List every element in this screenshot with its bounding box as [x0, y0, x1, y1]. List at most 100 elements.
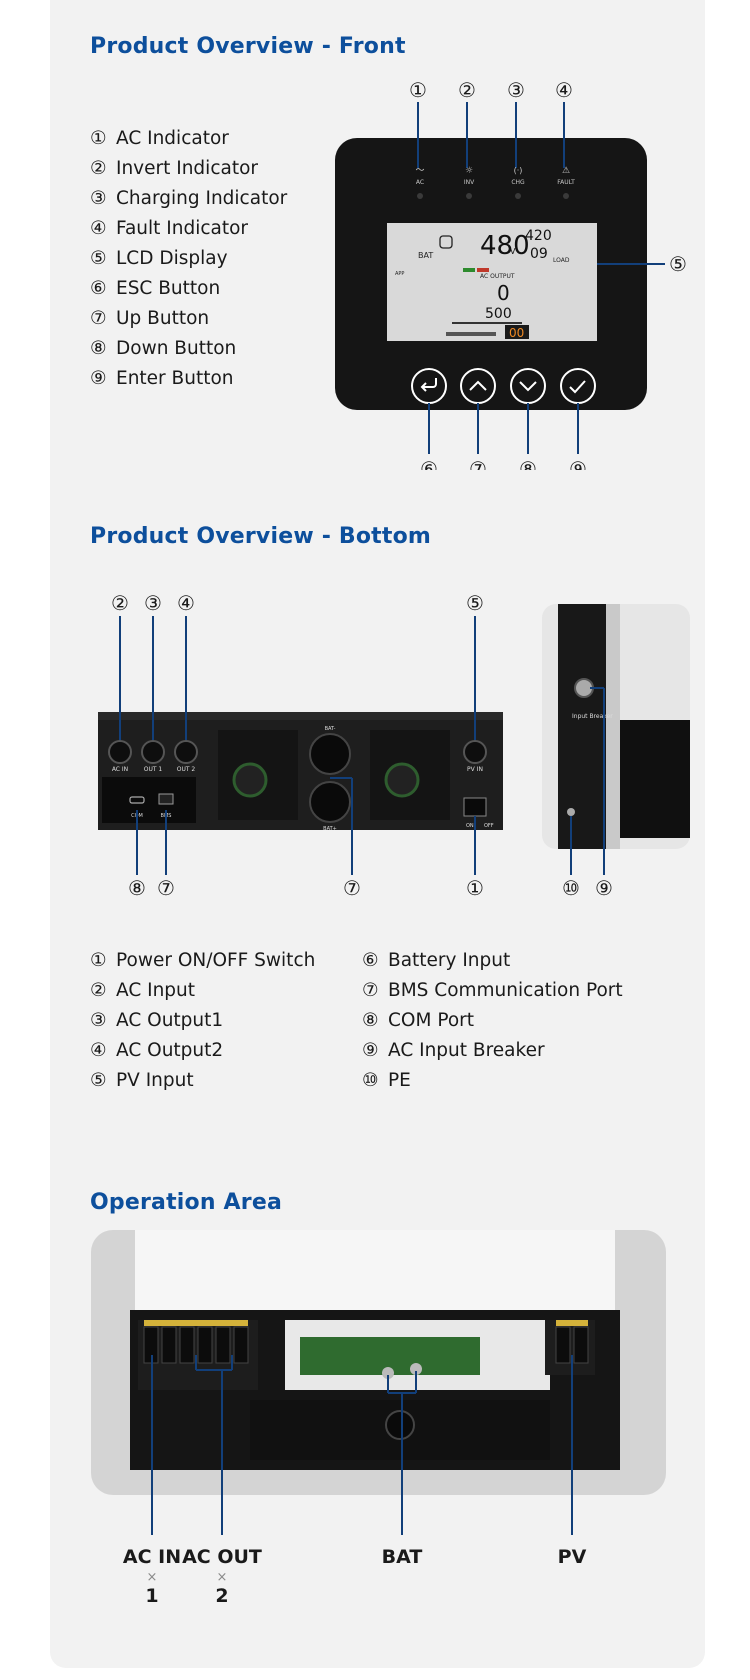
- callout-1: ①: [466, 876, 484, 900]
- callout-1: ①: [409, 78, 427, 102]
- callout-6: ⑥: [420, 457, 438, 470]
- chg-indicator-icon: (·): [514, 166, 523, 175]
- fan-grille: [232, 762, 268, 798]
- front-section-title: Product Overview - Front: [90, 34, 406, 59]
- lcd-red-segment: [477, 268, 489, 272]
- fan-grille: [384, 762, 420, 798]
- operation-section-title: Operation Area: [90, 1190, 283, 1215]
- callout-5: ⑤: [466, 591, 484, 615]
- front-panel-diagram: ① ② ③ ④ 〜 AC ☼ INV (·) CHG ⚠ FAULT BAT L…: [335, 78, 687, 470]
- callout-4: ④: [177, 591, 195, 615]
- lcd-unit: V: [510, 247, 516, 256]
- lcd-display: [387, 223, 597, 341]
- indicator-label: FAULT: [557, 179, 575, 186]
- caption-count: 1: [145, 1585, 159, 1607]
- caption-pv: PV: [557, 1546, 587, 1568]
- bat-terminal: [410, 1363, 422, 1375]
- callout-8: ⑧: [519, 457, 537, 470]
- lcd-orange-box: [505, 325, 529, 339]
- caption-ac-out: AC OUT: [182, 1546, 262, 1568]
- power-switch: [463, 797, 487, 817]
- callout-3: ③: [507, 78, 525, 102]
- pv-terminal: [555, 1326, 571, 1364]
- lcd-battery-icon: [439, 235, 453, 249]
- com-bms-box: [102, 777, 196, 823]
- callout-9: ⑨: [595, 876, 613, 900]
- lcd-center-value: 0: [497, 281, 510, 305]
- caption-count: 2: [215, 1585, 229, 1607]
- inv-indicator-icon: ☼: [465, 166, 473, 176]
- lcd-app-label: APP: [395, 271, 404, 277]
- lcd-bat-label: BAT: [418, 251, 433, 260]
- operation-area-diagram: [91, 1230, 666, 1535]
- out1-port: [141, 740, 165, 764]
- bat-pos-port: [309, 781, 351, 823]
- inverter-cover: [135, 1230, 615, 1310]
- caption-ac-in: AC IN: [122, 1546, 182, 1568]
- callout-5: ⑤: [669, 252, 687, 276]
- callout-10: ⑩: [562, 876, 580, 900]
- bottom-panel-diagram: ② ③ ④ ⑤ AC IN OUT 1 OUT 2 PV IN COM BMS …: [98, 591, 690, 900]
- svg-text:Input Breaker: Input Breaker: [572, 713, 613, 720]
- svg-text:OFF: OFF: [484, 823, 494, 829]
- lcd-ac-output-label: AC OUTPUT: [480, 273, 515, 280]
- lcd-load-label: LOAD: [553, 257, 570, 264]
- callout-8: ⑧: [128, 876, 146, 900]
- pe-terminal: [567, 808, 575, 816]
- svg-text:BAT+: BAT+: [323, 826, 337, 832]
- svg-text:PV IN: PV IN: [467, 766, 483, 773]
- fault-indicator-icon: ⚠: [562, 166, 570, 176]
- bat-neg-port: [309, 733, 351, 775]
- svg-text:ON: ON: [466, 823, 474, 829]
- indicator-label: INV: [464, 179, 475, 186]
- pv-terminal: [573, 1326, 589, 1364]
- bat-terminal: [382, 1367, 394, 1379]
- indicator-label: CHG: [511, 179, 525, 186]
- svg-text:AC IN: AC IN: [112, 766, 128, 773]
- lcd-right-value: 09: [530, 246, 548, 262]
- ac-terminal-block: [143, 1320, 249, 1364]
- callout-7: ⑦: [157, 876, 175, 900]
- caption-times: ×: [146, 1570, 158, 1585]
- callout-9: ⑨: [569, 457, 587, 470]
- chevron-up-icon: [469, 380, 487, 391]
- lcd-main-value: 480: [480, 231, 530, 261]
- svg-text:OUT 2: OUT 2: [177, 766, 196, 773]
- caption-bat: BAT: [381, 1546, 423, 1568]
- pv-in-port: [463, 740, 487, 764]
- bms-port: [158, 793, 174, 805]
- check-icon: [569, 380, 586, 394]
- com-port: [129, 796, 145, 804]
- lcd-orange-value: 00: [509, 326, 524, 340]
- ac-in-port: [108, 740, 132, 764]
- callout-4: ④: [555, 78, 573, 102]
- lcd-top-right-value: 420: [525, 228, 552, 244]
- caption-times: ×: [216, 1570, 228, 1585]
- bottom-section-title: Product Overview - Bottom: [90, 524, 432, 549]
- out2-port: [174, 740, 198, 764]
- callout-3: ③: [144, 591, 162, 615]
- svg-text:OUT 1: OUT 1: [144, 766, 163, 773]
- callout-7: ⑦: [469, 457, 487, 470]
- ac-indicator-icon: 〜: [415, 166, 424, 176]
- lcd-green-segment: [463, 268, 475, 272]
- return-arrow-icon: [420, 378, 437, 392]
